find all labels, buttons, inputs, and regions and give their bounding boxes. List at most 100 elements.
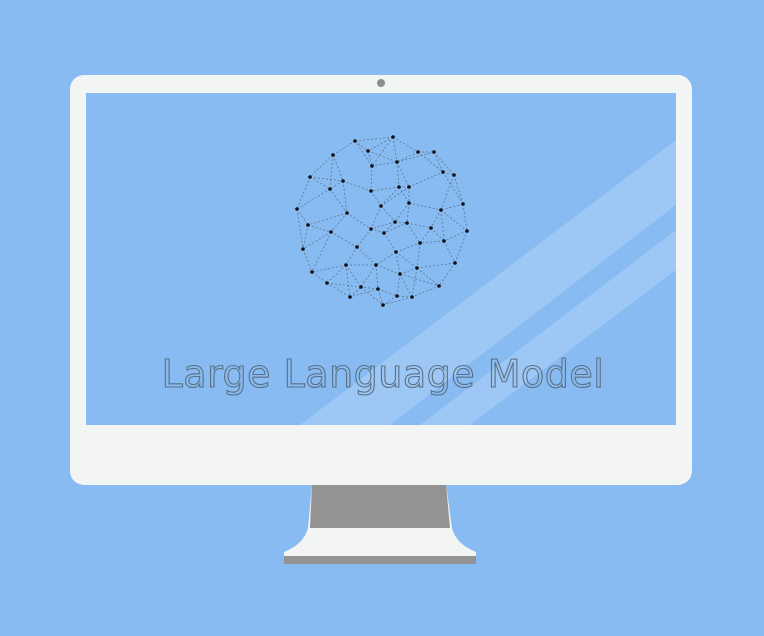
network-edge — [419, 227, 432, 244]
network-node — [397, 185, 401, 189]
monitor-stand — [284, 484, 476, 564]
monitor-screen: Large Language Model — [86, 93, 676, 425]
network-edge — [433, 151, 455, 176]
network-edge — [302, 224, 309, 250]
network-edge — [349, 286, 362, 298]
network-node — [429, 226, 433, 230]
network-edge — [329, 154, 334, 190]
network-node — [295, 207, 299, 211]
network-edge — [296, 188, 331, 210]
network-edge — [419, 240, 445, 244]
network-edge — [396, 295, 413, 298]
network-edge — [345, 264, 362, 288]
network-node — [353, 139, 357, 143]
network-edge — [329, 188, 348, 214]
network-edge — [302, 248, 313, 273]
network-node — [393, 220, 397, 224]
network-node — [310, 270, 314, 274]
network-node — [382, 231, 386, 235]
network-edge — [462, 203, 468, 232]
network-node — [359, 285, 363, 289]
network-node — [437, 284, 441, 288]
network-edge — [399, 273, 440, 287]
network-node — [410, 295, 414, 299]
network-edge — [398, 186, 410, 204]
network-edge — [370, 165, 373, 192]
network-edge — [430, 209, 442, 229]
network-edge — [354, 140, 373, 167]
network-edge — [416, 267, 440, 287]
network-edge — [430, 227, 445, 242]
network-node — [370, 164, 374, 168]
network-globe-icon — [295, 135, 469, 307]
network-edge — [367, 150, 398, 163]
network-edge — [311, 271, 328, 284]
network-node — [379, 204, 383, 208]
network-edge — [346, 212, 372, 230]
network-edge — [375, 264, 401, 275]
network-edge — [371, 161, 398, 167]
network-node — [369, 227, 373, 231]
network-edge — [311, 264, 347, 273]
network-node — [441, 170, 445, 174]
network-node — [394, 250, 398, 254]
network-edge — [380, 186, 400, 207]
network-edge — [383, 221, 396, 234]
network-edge — [443, 230, 468, 242]
network-edge — [309, 176, 344, 182]
network-node — [381, 303, 385, 307]
network-edge — [406, 202, 410, 224]
network-edge — [442, 171, 455, 176]
network-node — [376, 287, 380, 291]
network-node — [453, 261, 457, 265]
network-edge — [408, 202, 442, 211]
network-node — [391, 135, 395, 139]
network-edge — [296, 176, 311, 210]
network-edge — [443, 240, 456, 264]
network-edge — [309, 154, 334, 178]
network-edge — [411, 285, 440, 298]
network-node — [395, 294, 399, 298]
network-edge — [454, 230, 468, 264]
network-node — [348, 295, 352, 299]
network-edge — [416, 242, 421, 269]
network-edge — [349, 288, 379, 298]
network-edge — [406, 222, 432, 229]
network-edge — [370, 186, 400, 192]
network-edge — [392, 136, 419, 153]
network-edge — [342, 180, 372, 192]
network-node — [369, 189, 373, 193]
network-node — [407, 185, 411, 189]
network-node — [465, 229, 469, 233]
network-edge — [307, 224, 332, 233]
network-edge — [382, 295, 398, 306]
network-edge — [370, 190, 382, 207]
network-node — [306, 223, 310, 227]
network-edge — [438, 262, 456, 287]
network-edge — [370, 221, 396, 230]
network-edge — [399, 267, 418, 275]
network-edge — [367, 136, 394, 152]
network-edge — [329, 180, 344, 190]
network-edge — [360, 286, 384, 306]
network-node — [405, 221, 409, 225]
network-edge — [326, 264, 347, 284]
network-edge — [345, 264, 351, 298]
network-edge — [296, 208, 309, 226]
network-node — [439, 208, 443, 212]
network-edge — [375, 264, 379, 290]
network-node — [432, 150, 436, 154]
network-edge — [395, 251, 418, 269]
network-edge — [395, 242, 421, 253]
network-node — [301, 247, 305, 251]
network-node — [328, 187, 332, 191]
network-edge — [371, 136, 394, 167]
network-edge — [396, 161, 410, 188]
network-node — [308, 175, 312, 179]
network-edge — [377, 288, 384, 306]
network-edge — [383, 222, 408, 234]
network-edge — [345, 246, 358, 266]
network-edge — [367, 150, 373, 167]
screen-title: Large Language Model — [162, 352, 605, 396]
